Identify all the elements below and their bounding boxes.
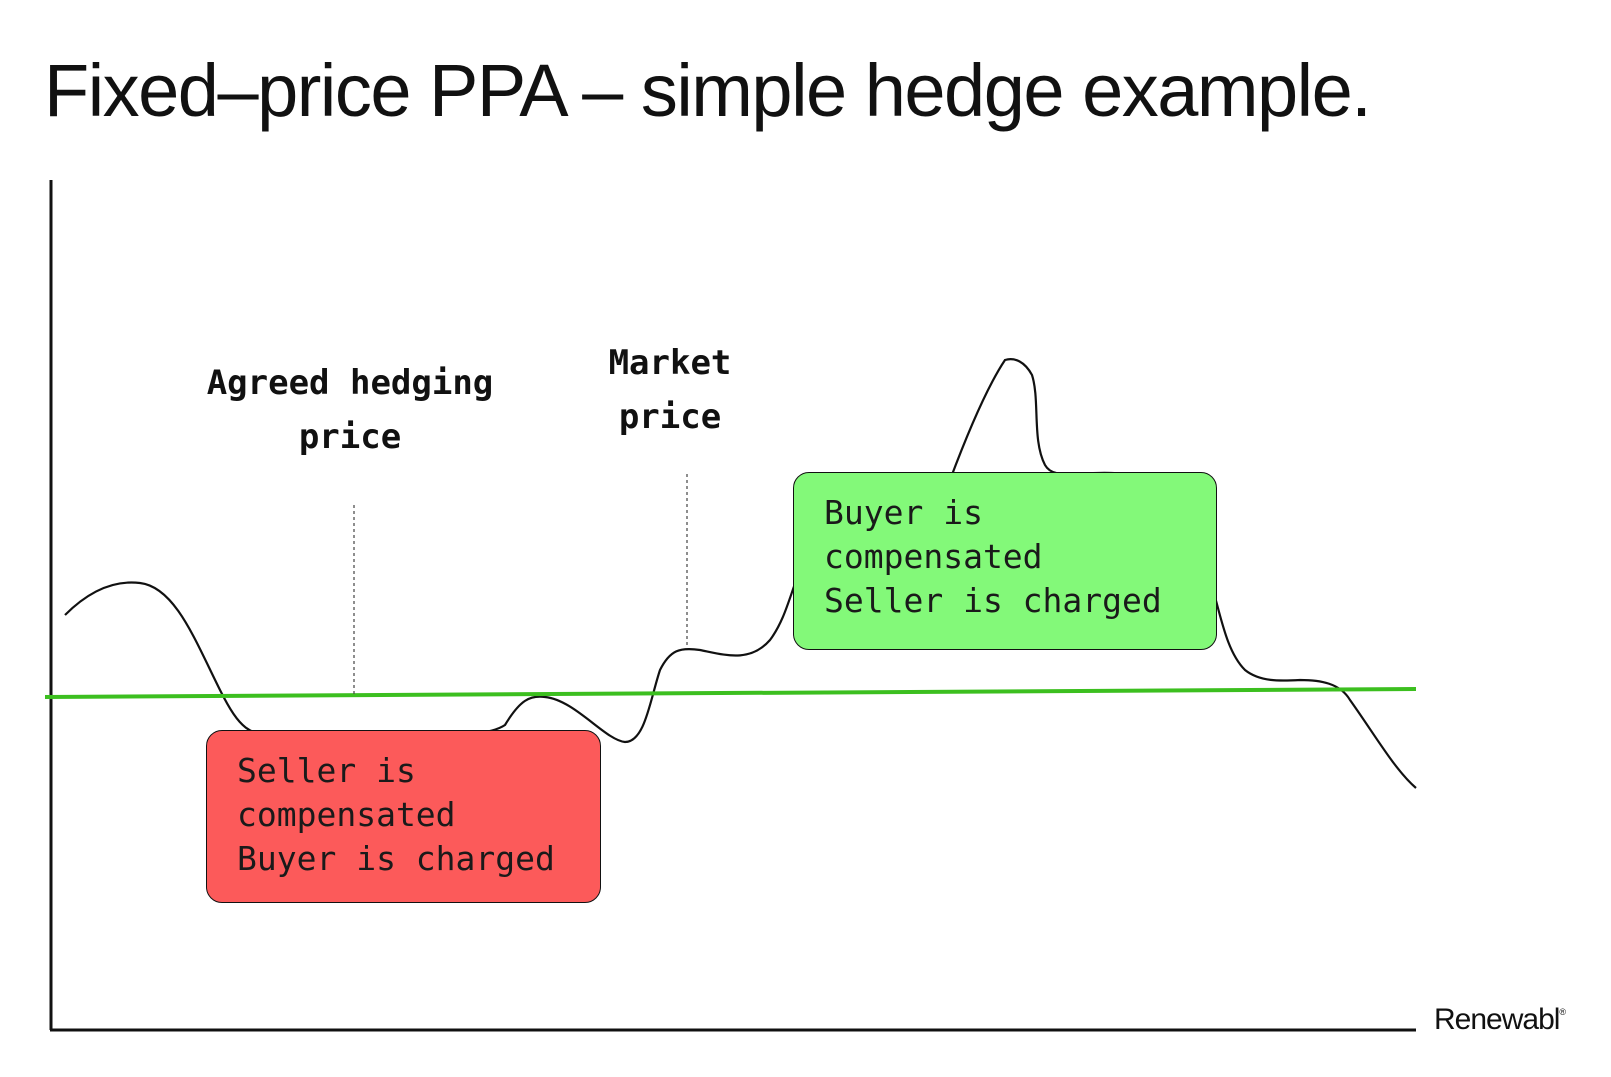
callout-line: Seller is charged bbox=[824, 581, 1162, 620]
brand-name: Renewabl bbox=[1434, 1003, 1560, 1036]
market-price-label-line2: price bbox=[618, 397, 722, 437]
market-price-label: Market price bbox=[595, 336, 745, 444]
registered-mark: ® bbox=[1559, 1007, 1566, 1017]
agreed-hedging-price-label: Agreed hedging price bbox=[180, 356, 520, 464]
callout-line: Seller is bbox=[237, 751, 416, 790]
buyer-compensated-callout: Buyer is compensated Seller is charged bbox=[793, 472, 1217, 650]
callout-line: Buyer is charged bbox=[237, 839, 555, 878]
callout-line: compensated bbox=[237, 795, 456, 834]
agreed-hedging-price-label-line2: price bbox=[298, 417, 402, 457]
hedge-price-line bbox=[44, 687, 1417, 699]
market-price-label-line1: Market bbox=[608, 343, 732, 383]
brand-logo: Renewabl® bbox=[1434, 1003, 1566, 1037]
page-title: Fixed–price PPA – simple hedge example. bbox=[44, 49, 1372, 132]
seller-compensated-callout: Seller is compensated Buyer is charged bbox=[206, 730, 601, 903]
callout-line: Buyer is bbox=[824, 493, 983, 532]
callout-line: compensated bbox=[824, 537, 1043, 576]
agreed-hedging-price-label-line1: Agreed hedging bbox=[206, 363, 494, 403]
